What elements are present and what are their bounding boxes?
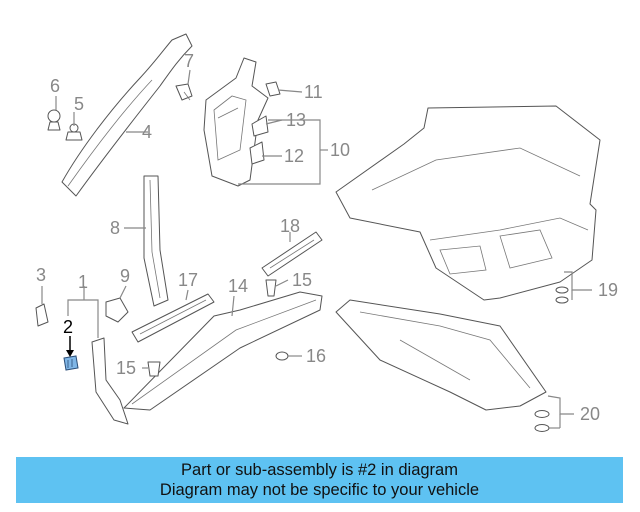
part-2-clip [63, 355, 79, 371]
bracket-12 [249, 141, 265, 165]
callout-12: 12 [284, 146, 304, 166]
callout-7: 7 [184, 51, 194, 71]
banner-line-1: Part or sub-assembly is #2 in diagram [181, 461, 458, 479]
callout-13: 13 [286, 110, 306, 130]
callout-4: 4 [142, 122, 152, 142]
callout-15-upper: 15 [292, 270, 312, 290]
callout-19: 19 [598, 280, 618, 300]
info-banner: Part or sub-assembly is #2 in diagram Di… [16, 457, 623, 503]
callout-1: 1 [78, 272, 88, 292]
a-pillar-trim [61, 33, 193, 197]
bolt-11 [265, 81, 281, 97]
scuff-plate-18 [261, 231, 323, 277]
bolt-7 [175, 83, 193, 101]
clip-16 [275, 351, 289, 361]
fasteners-19 [555, 286, 569, 304]
callout-18: 18 [280, 216, 300, 236]
callout-5: 5 [74, 94, 84, 114]
sill-trim [123, 291, 323, 411]
scuff-plate-17 [131, 293, 215, 343]
clip-15-upper [265, 279, 277, 297]
callout-10: 10 [330, 140, 350, 160]
parts-diagram: 1 2 3 4 5 6 7 8 9 10 11 12 13 14 15 15 1… [35, 33, 618, 432]
floor-carpet [335, 105, 601, 301]
fasteners-20 [534, 410, 550, 432]
lower-pillar-trim [143, 175, 169, 307]
callout-3: 3 [36, 265, 46, 285]
callout-15-lower: 15 [116, 358, 136, 378]
clip-6 [47, 109, 61, 131]
floor-panel [335, 299, 547, 411]
callout-8: 8 [110, 218, 120, 238]
callout-16: 16 [306, 346, 326, 366]
leader-lines [41, 69, 592, 429]
clip-9 [105, 297, 129, 323]
callout-14: 14 [228, 276, 248, 296]
callout-9: 9 [120, 266, 130, 286]
callout-6: 6 [50, 76, 60, 96]
callout-20: 20 [580, 404, 600, 424]
clip-15-lower [147, 361, 161, 377]
clip-5 [65, 123, 83, 141]
banner-line-2: Diagram may not be specific to your vehi… [159, 481, 480, 499]
bracket-13 [251, 115, 269, 137]
clip-3 [35, 303, 49, 327]
callout-2: 2 [63, 317, 73, 337]
kick-panel [91, 337, 129, 425]
callout-11: 11 [304, 82, 323, 102]
callout-17: 17 [178, 270, 198, 290]
